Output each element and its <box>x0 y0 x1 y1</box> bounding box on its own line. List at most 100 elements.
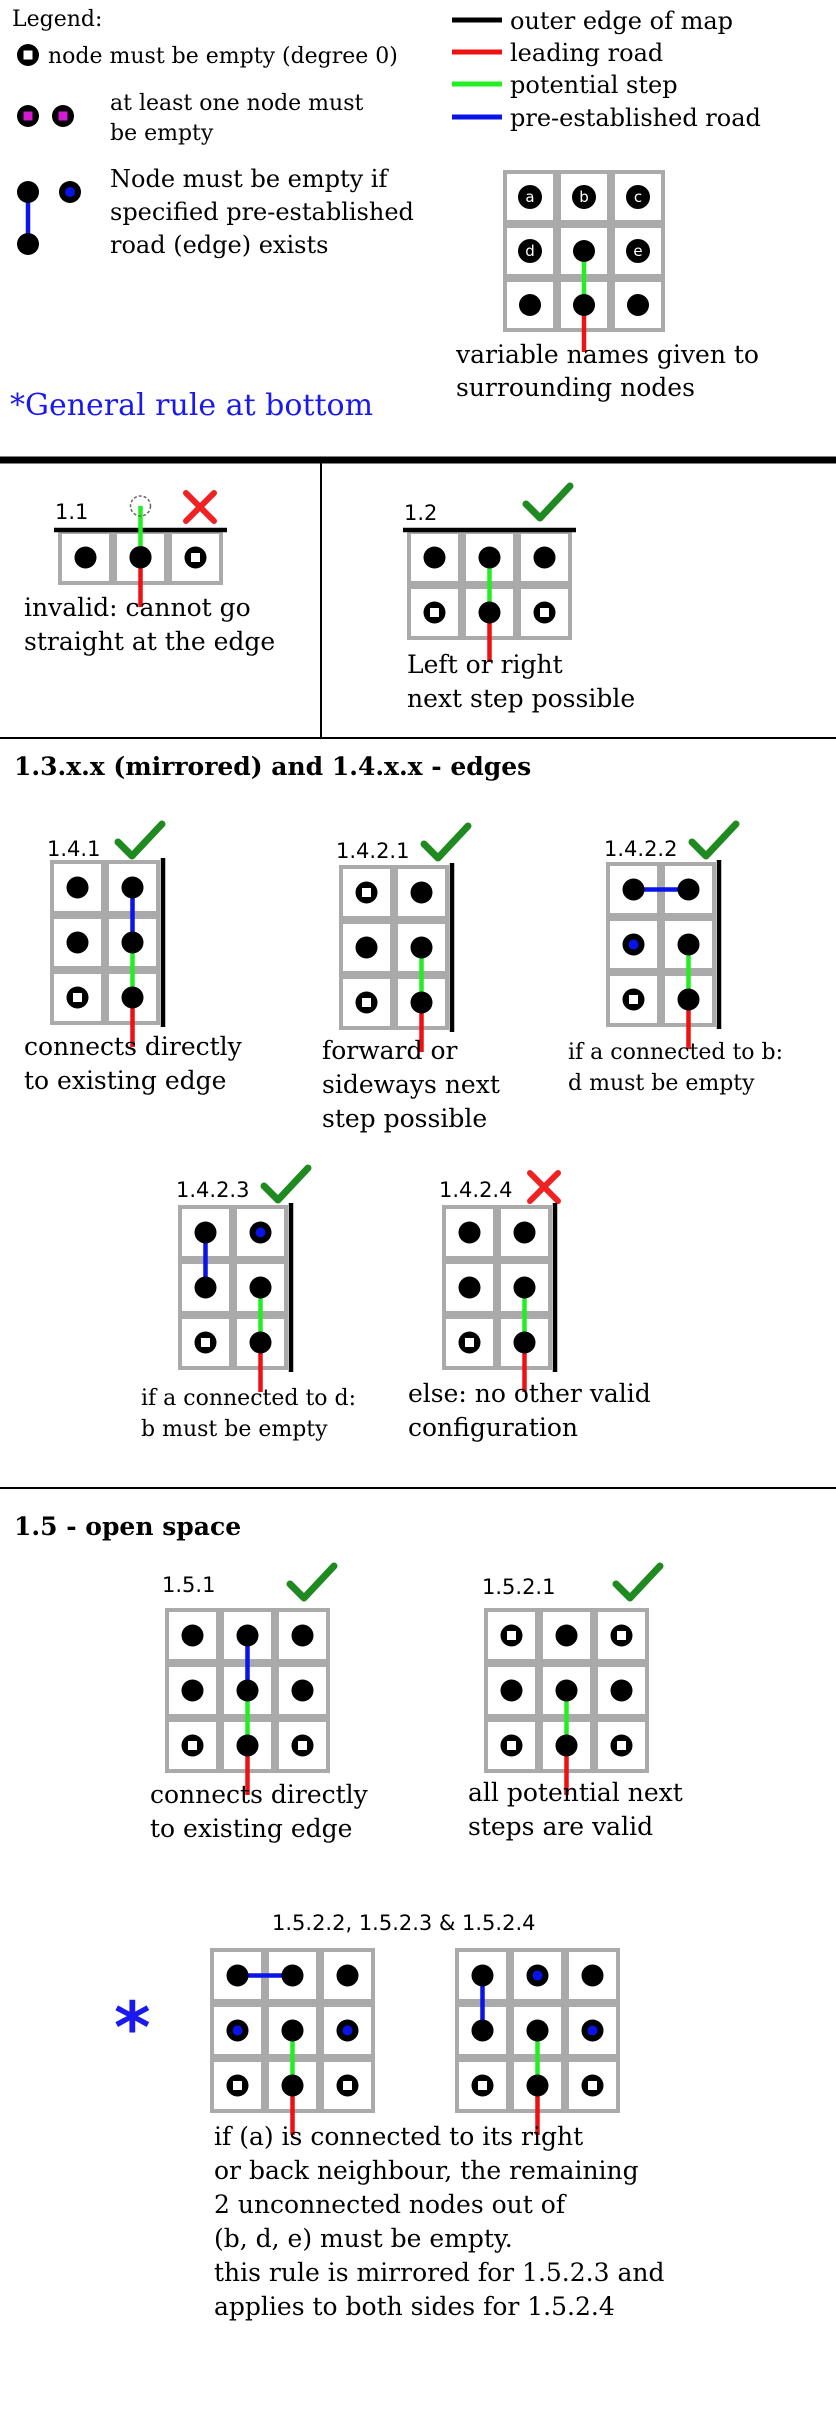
blue-node-dot <box>255 1227 266 1238</box>
legend-empty-node-icon <box>17 44 39 66</box>
node <box>677 878 700 901</box>
node <box>677 933 700 956</box>
node <box>526 2019 549 2042</box>
node <box>471 1964 494 1987</box>
blue-node-dot <box>232 2025 243 2036</box>
diagram-1-1 <box>54 495 227 607</box>
node <box>526 2074 549 2097</box>
variable-node-d <box>518 239 542 263</box>
node <box>513 1331 536 1354</box>
invalid-target-node <box>129 495 152 517</box>
potential-step-key: potential step <box>510 71 678 99</box>
legend-magenta-text-1: at least one node must <box>110 91 364 116</box>
variable-node-c <box>626 185 650 209</box>
caption-1-1-line1: invalid: cannot go <box>24 593 251 622</box>
variable-letter-b: b <box>579 188 589 206</box>
magenta-node-center <box>23 111 33 121</box>
cross-icon-stroke <box>183 490 217 524</box>
caption-1-4-2-3-line2: b must be empty <box>141 1417 328 1442</box>
node <box>555 1624 578 1647</box>
node <box>471 2019 494 2042</box>
empty-node-hole <box>233 2081 242 2090</box>
label-1-4-1: 1.4.1 <box>47 837 100 861</box>
label-1-1: 1.1 <box>55 500 88 524</box>
empty-node-hole <box>298 1741 307 1750</box>
empty-node-hole <box>362 998 371 1007</box>
grid-cell <box>442 1315 497 1370</box>
variable-caption-2: surrounding nodes <box>456 373 695 402</box>
diagram-1-4-1 <box>50 858 166 1047</box>
node <box>555 1734 578 1757</box>
label-1-5-1: 1.5.1 <box>162 1573 215 1597</box>
caption-1-5-1-line1: connects directly <box>150 1780 369 1809</box>
diagram-1-4-2-1 <box>339 863 455 1052</box>
caption-1-2-line1: Left or right <box>407 650 563 679</box>
general-caption-line1: if (a) is connected to its right <box>214 2122 583 2151</box>
node <box>249 1276 272 1299</box>
node <box>423 546 446 569</box>
empty-node-hole <box>507 1741 516 1750</box>
grid-cell <box>233 1205 288 1260</box>
node <box>410 936 433 959</box>
node <box>622 878 645 901</box>
status-check-1-5-1 <box>286 1562 338 1602</box>
node <box>74 546 97 569</box>
caption-1-5-1-line2: to existing edge <box>150 1814 352 1843</box>
status-check-1-4-1 <box>114 820 166 860</box>
blue-node-dot <box>65 187 75 197</box>
diagram-1-5-2-1 <box>484 1608 649 1795</box>
magenta-node-center <box>58 111 68 121</box>
legend-magenta-text-2: be empty <box>110 121 214 146</box>
diagram-general-rule-b <box>455 1948 620 2135</box>
blue-node-dot <box>587 2025 598 2036</box>
empty-node-hole <box>588 2081 597 2090</box>
node <box>355 936 378 959</box>
empty-node-hole <box>478 2081 487 2090</box>
node <box>226 1964 249 1987</box>
empty-node-hole <box>343 2081 352 2090</box>
grid-cell <box>275 1718 330 1773</box>
label-1-2: 1.2 <box>404 501 437 525</box>
node <box>478 546 501 569</box>
caption-1-4-2-3-line1: if a connected to d: <box>141 1386 356 1411</box>
blue-node-dot <box>532 1970 543 1981</box>
blue-node-dot <box>628 939 639 950</box>
variable-caption-1: variable names given to <box>455 340 759 369</box>
node <box>513 1276 536 1299</box>
node <box>194 1221 217 1244</box>
node <box>500 1679 523 1702</box>
outer-edge-key: outer edge of map <box>510 7 733 35</box>
legend: Legend: node must be empty (degree 0) at… <box>10 7 761 423</box>
caption-1-4-2-1-line3: step possible <box>322 1104 487 1133</box>
node <box>181 1679 204 1702</box>
node <box>519 294 541 316</box>
legend-blue-text-2: specified pre-established <box>110 198 414 226</box>
general-rule-asterisk: * <box>114 1987 151 2069</box>
diagram-general-rule-a <box>210 1948 375 2135</box>
caption-1-5-2-1-line2: steps are valid <box>468 1812 653 1841</box>
check-icon <box>612 1562 664 1602</box>
check-icon <box>688 820 740 860</box>
empty-node-hole <box>201 1338 210 1347</box>
node <box>281 1964 304 1987</box>
empty-node-hole <box>191 553 200 562</box>
label-general-rule: 1.5.2.2, 1.5.2.3 & 1.5.2.4 <box>272 1911 535 1935</box>
label-1-4-2-4: 1.4.2.4 <box>439 1178 512 1202</box>
status-cross-1-4-2-4 <box>527 1170 561 1204</box>
node <box>291 1679 314 1702</box>
empty-node-hole <box>629 995 638 1004</box>
legend-blue-text-3: road (edge) exists <box>110 231 328 259</box>
general-caption-line5: this rule is mirrored for 1.5.2.3 and <box>214 2258 664 2287</box>
empty-node-hole <box>73 993 82 1002</box>
legend-magenta-pair-icon <box>17 105 74 127</box>
general-caption-line4: (b, d, e) must be empty. <box>214 2224 513 2253</box>
pre-established-road-key: pre-established road <box>510 104 761 132</box>
variable-letter-c: c <box>634 188 642 206</box>
node <box>66 876 89 899</box>
caption-1-4-2-4-line2: configuration <box>408 1413 578 1442</box>
caption-1-4-2-2-line1: if a connected to b: <box>568 1040 783 1065</box>
caption-1-4-2-2-line2: d must be empty <box>568 1071 755 1096</box>
status-check-1-4-2-1 <box>420 822 472 862</box>
grid-cell <box>320 2003 375 2058</box>
